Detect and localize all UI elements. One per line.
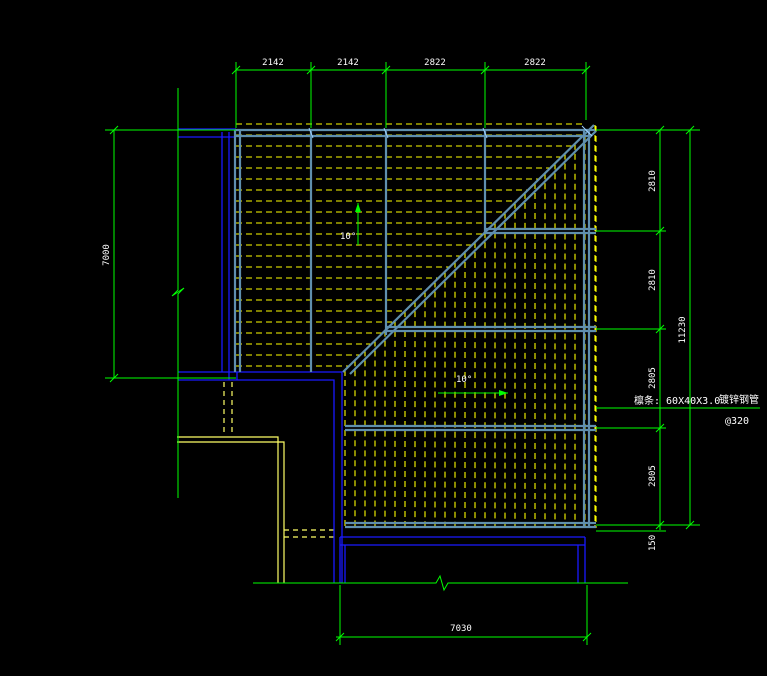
dimension-lines [105,62,760,645]
right-dim-4: 2805 [648,465,658,487]
main-beams [233,124,597,529]
right-dim-3: 2805 [648,367,658,389]
structural-frame [178,128,586,583]
right-dim-2: 2810 [648,269,658,291]
purlin-spacing-label: @320 [725,416,749,427]
dimension-labels: 2142 2142 2822 2822 2810 2810 2805 2805 … [102,58,688,634]
slope-lower-label: 10° [456,375,472,385]
top-dim-4: 2822 [524,58,546,68]
purlin-spec-label: 檩条: 60X40X3.0 [634,394,720,407]
purlin-material-label: 镀锌钢管 [719,393,759,406]
building-outline [177,382,336,583]
top-dim-3: 2822 [424,58,446,68]
left-overall-dim: 7000 [102,244,112,266]
joint-marks [308,125,593,139]
right-overall-dim: 11230 [678,316,688,343]
top-dim-2: 2142 [337,58,359,68]
bottom-overall-dim: 7030 [450,624,472,634]
slope-upper-label: 10° [340,232,356,242]
purlin-note: 檩条: 60X40X3.0 镀锌钢管 @320 [634,393,759,427]
right-dim-5: 150 [648,535,658,551]
right-dim-1: 2810 [648,170,658,192]
top-dim-1: 2142 [262,58,284,68]
